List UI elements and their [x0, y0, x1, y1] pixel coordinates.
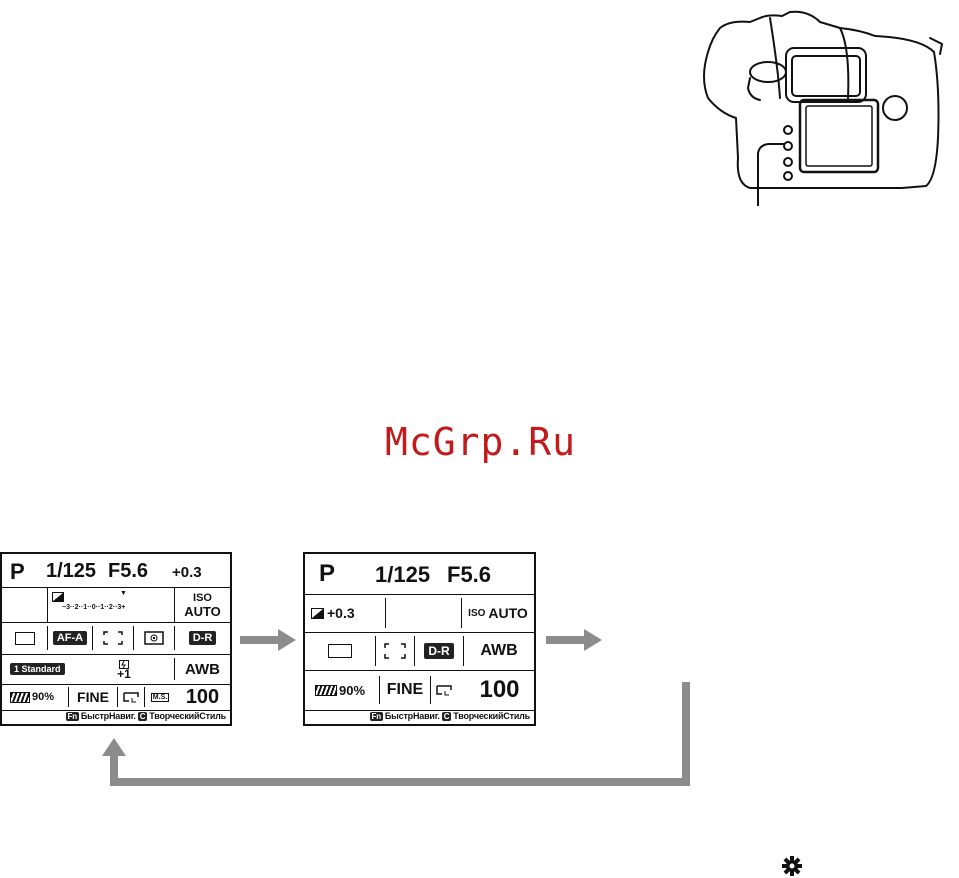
loop-arrow-icon: [100, 680, 700, 790]
fn-key-icon: Fn: [66, 712, 79, 721]
af-mode: AF-A: [53, 631, 87, 645]
mode: P: [10, 559, 25, 585]
scale-pointer: ▼: [120, 590, 127, 597]
af-area-icon: [103, 631, 123, 645]
right-arrow-icon: [546, 629, 602, 651]
shutter-speed: 1/125: [375, 562, 430, 588]
exposure-comp: +0.3: [172, 564, 202, 581]
mode: P: [319, 560, 335, 588]
flash-comp-value: +1: [117, 669, 131, 679]
dro-badge: D-R: [189, 631, 217, 645]
iso-label: ISO: [468, 608, 485, 619]
right-arrow-icon: [240, 629, 296, 651]
gear-icon: [781, 855, 803, 877]
battery-icon: [10, 692, 30, 703]
shutter-speed: 1/125: [46, 560, 96, 583]
exposure-icon: [52, 592, 64, 602]
drive-mode-icon: [15, 632, 35, 645]
aperture: F5.6: [108, 560, 148, 583]
af-area-icon: [384, 643, 406, 659]
metering-icon: [144, 631, 164, 645]
exposure-scale: −3··2··1··0··1··2··3+: [62, 604, 125, 611]
battery-level: 90%: [32, 691, 54, 703]
creative-style: 1 Standard: [10, 663, 65, 675]
iso-label: ISO: [193, 592, 212, 605]
dro-badge: D-R: [424, 643, 453, 659]
iso-value: AUTO: [488, 605, 527, 621]
exposure-icon: [311, 608, 324, 619]
white-balance: AWB: [464, 632, 534, 670]
watermark-text: McGrp.Ru: [385, 420, 576, 464]
aperture: F5.6: [447, 562, 491, 588]
iso-value: AUTO: [184, 605, 221, 618]
camera-back-illustration: [690, 8, 950, 213]
exposure-comp: +0.3: [327, 605, 355, 621]
drive-mode-icon: [328, 644, 352, 658]
